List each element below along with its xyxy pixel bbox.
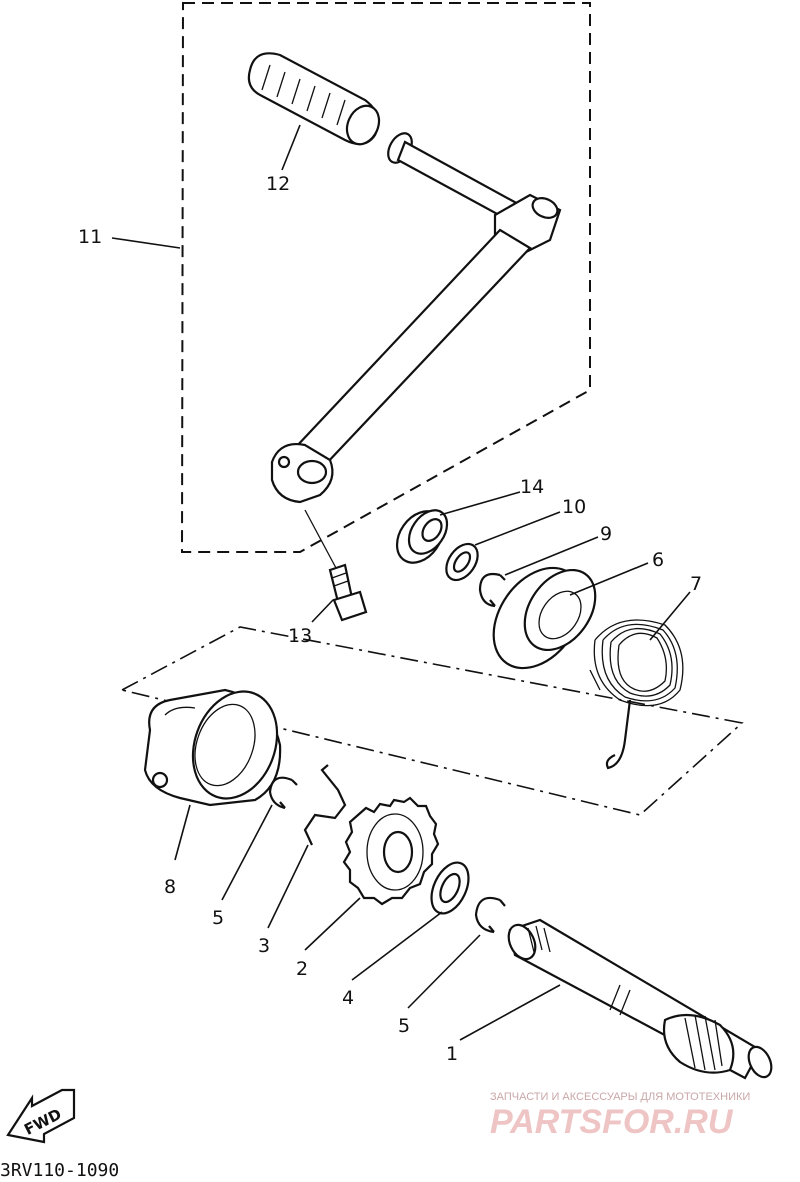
forward-direction-arrow: FWD xyxy=(6,1088,76,1144)
kick-gear-part xyxy=(342,796,440,906)
torsion-spring-part xyxy=(589,619,684,770)
kick-axle-part xyxy=(507,918,773,1080)
callout-2: 2 xyxy=(296,958,308,980)
circlip-5-upper-part xyxy=(268,776,298,810)
washer-4-part xyxy=(430,861,470,915)
clip-3-part xyxy=(303,764,347,846)
callout-5-lower: 5 xyxy=(398,1015,410,1037)
circlip-5-lower-part xyxy=(474,896,506,934)
assembly-11-boundary xyxy=(180,2,591,553)
callout-12: 12 xyxy=(266,173,290,195)
kick-housing-part xyxy=(143,688,282,807)
callout-5-upper: 5 xyxy=(212,907,224,929)
kick-grip-part xyxy=(247,52,381,146)
watermark-logo: PARTSFOR.RU xyxy=(490,1103,734,1141)
kick-crank-part xyxy=(270,132,562,504)
oil-seal-part xyxy=(395,509,449,564)
callout-3: 3 xyxy=(258,935,270,957)
alignment-plane-upper xyxy=(119,626,744,816)
callout-14: 14 xyxy=(520,476,544,498)
bolt-part xyxy=(328,563,368,622)
callout-13: 13 xyxy=(288,625,312,647)
spring-guide-part xyxy=(492,566,597,670)
bolt-axis-line xyxy=(304,509,337,569)
diagram-code: 3RV110-1090 xyxy=(0,1160,119,1181)
callout-11: 11 xyxy=(78,226,102,248)
washer-10-part xyxy=(445,542,479,582)
callout-10: 10 xyxy=(562,496,586,518)
callout-4: 4 xyxy=(342,987,354,1009)
callout-8: 8 xyxy=(164,876,176,898)
callout-1: 1 xyxy=(446,1043,458,1065)
circlip-9-part xyxy=(478,572,506,608)
leader-lines xyxy=(111,124,691,1041)
callout-6: 6 xyxy=(652,549,664,571)
callout-9: 9 xyxy=(600,523,612,545)
callout-7: 7 xyxy=(690,573,702,595)
watermark-caption: ЗАПЧАСТИ И АКСЕССУАРЫ ДЛЯ МОТОТЕХНИКИ xyxy=(490,1091,750,1103)
